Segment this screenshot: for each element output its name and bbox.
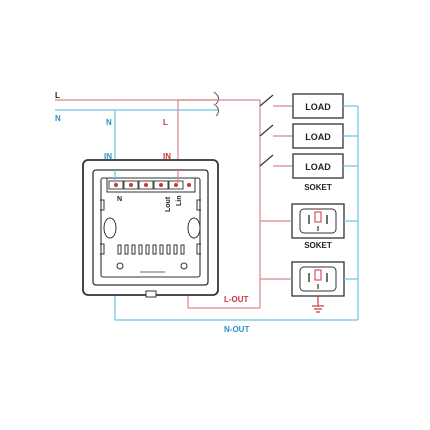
- switch-contact-3: [259, 154, 274, 167]
- terminal-lout-label: Lout: [165, 196, 172, 212]
- live-drop-label: L: [163, 118, 168, 127]
- socket-label-1: SOKET: [304, 183, 332, 192]
- break-mark-neutral: [213, 103, 220, 117]
- load-label-3: LOAD: [305, 162, 331, 172]
- release-tab: [145, 290, 157, 298]
- mounting-slot-right: [187, 217, 201, 239]
- live-in-label: IN: [163, 152, 171, 161]
- screw-left: [116, 262, 124, 270]
- load-label-2: LOAD: [305, 132, 331, 142]
- mounting-slot-left: [103, 217, 117, 239]
- terminal-lin-label: Lin: [176, 196, 183, 207]
- load-box-2: LOAD: [292, 123, 344, 149]
- switch-module: [82, 159, 219, 298]
- neutral-drop-label: N: [106, 118, 112, 127]
- socket-2: [291, 261, 345, 297]
- n-out-label: N-OUT: [224, 325, 249, 334]
- neutral-line-label: N: [55, 114, 61, 123]
- load-label-1: LOAD: [305, 102, 331, 112]
- switch-contact-1: [259, 94, 274, 107]
- vent-slots: [117, 244, 185, 255]
- socket-1: [291, 203, 345, 239]
- load-box-3: LOAD: [292, 153, 344, 179]
- l-out-label: L-OUT: [224, 295, 249, 304]
- screw-right: [180, 262, 188, 270]
- live-line-label: L: [55, 91, 60, 100]
- neutral-in-label: IN: [104, 152, 112, 161]
- load-box-1: LOAD: [292, 93, 344, 119]
- ground-icon: [312, 296, 324, 313]
- socket-label-2: SOKET: [304, 241, 332, 250]
- terminal-n-label: N: [117, 196, 122, 203]
- switch-contact-2: [259, 124, 274, 137]
- break-mark-live: [213, 91, 220, 105]
